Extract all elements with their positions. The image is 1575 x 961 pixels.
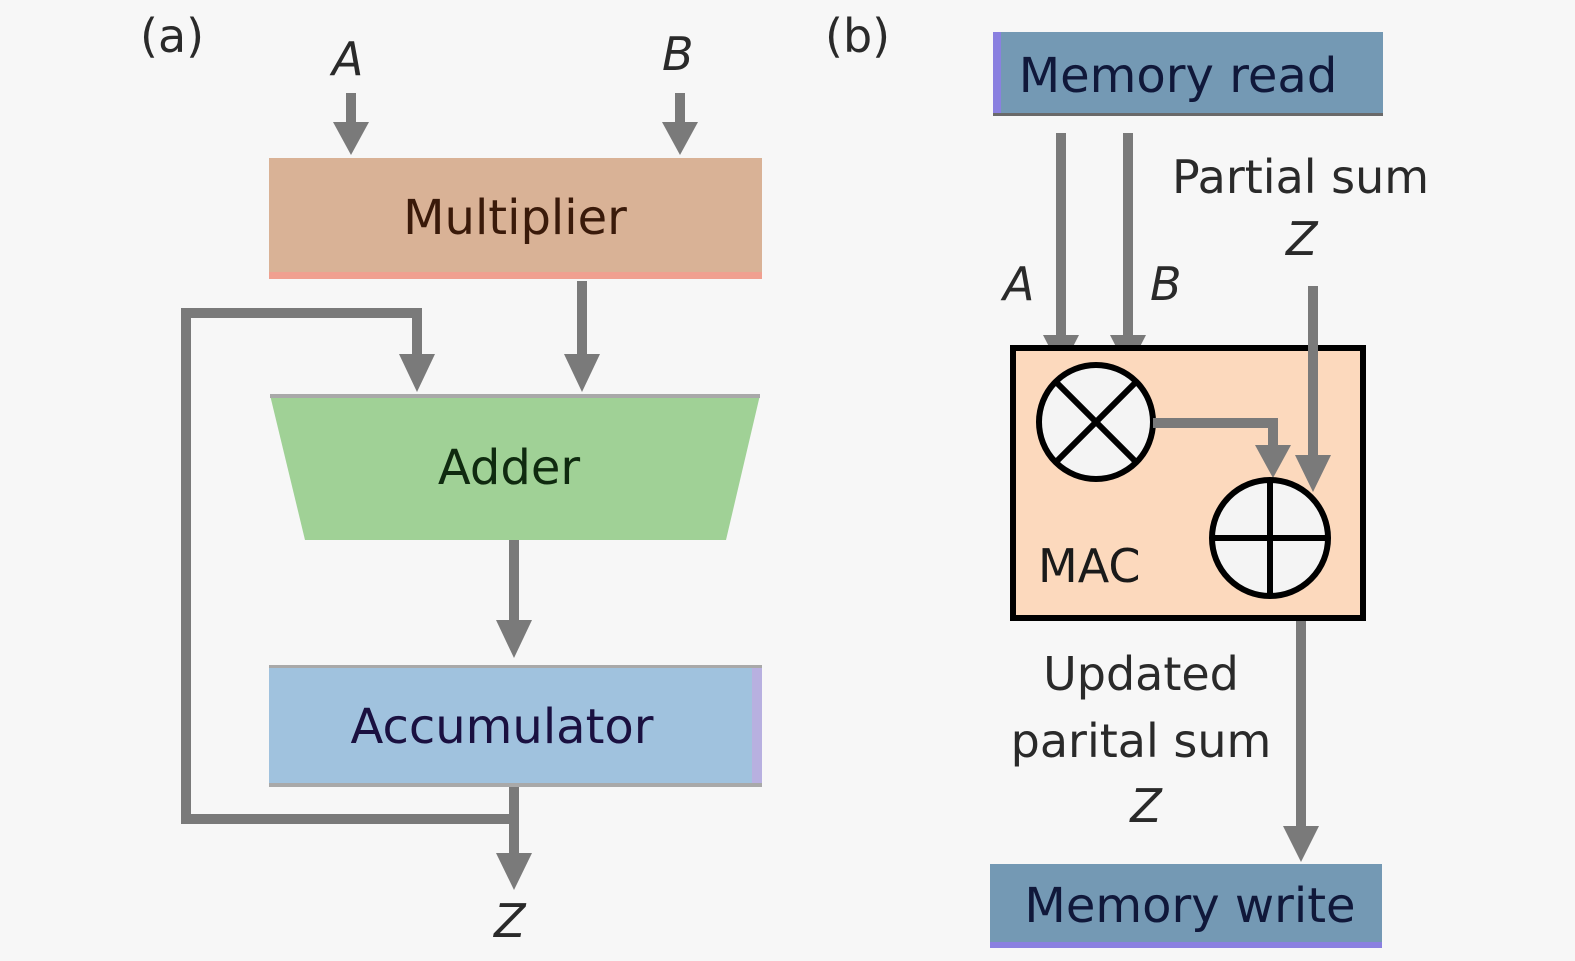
multiplier-label: Multiplier bbox=[403, 190, 627, 246]
partial-sum-arrow bbox=[1295, 286, 1331, 492]
adder-block: Adder bbox=[270, 394, 760, 540]
panel-b-label: (b) bbox=[825, 9, 890, 63]
mac-input-b-arrow bbox=[1110, 133, 1146, 370]
multiplier-to-adder-arrow bbox=[564, 281, 600, 392]
mac-input-b-label: B bbox=[1150, 257, 1182, 311]
mac-input-a-arrow bbox=[1043, 133, 1079, 370]
input-a-arrow bbox=[333, 93, 369, 155]
input-b-arrow bbox=[662, 93, 698, 155]
input-b-label: B bbox=[662, 27, 694, 81]
output-z-arrow bbox=[496, 787, 532, 890]
output-z-label: Z bbox=[492, 894, 527, 948]
memory-read-block: Memory read bbox=[993, 32, 1383, 116]
mac-output-arrow bbox=[1283, 621, 1319, 862]
updated-label-line2: parital sum bbox=[1011, 714, 1272, 768]
multiplier-block: Multiplier bbox=[269, 158, 762, 279]
updated-label-line1: Updated bbox=[1043, 647, 1239, 701]
updated-var: Z bbox=[1128, 779, 1163, 833]
accumulator-label: Accumulator bbox=[350, 699, 653, 755]
input-a-label: A bbox=[329, 32, 363, 86]
mac-label: MAC bbox=[1038, 539, 1140, 593]
multiply-to-add-arrow bbox=[1153, 418, 1291, 478]
partial-sum-var: Z bbox=[1284, 212, 1319, 266]
panel-a-label: (a) bbox=[140, 9, 204, 63]
memory-write-block: Memory write bbox=[990, 864, 1382, 948]
mac-input-a-label: A bbox=[1000, 257, 1034, 311]
memory-write-label: Memory write bbox=[1024, 878, 1355, 934]
adder-to-accumulator-arrow bbox=[496, 540, 532, 658]
adder-label: Adder bbox=[438, 440, 580, 496]
accumulator-block: Accumulator bbox=[269, 665, 762, 787]
add-operator-icon bbox=[1209, 477, 1331, 599]
multiply-operator-icon bbox=[1036, 362, 1156, 482]
partial-sum-label: Partial sum bbox=[1172, 150, 1429, 204]
feedback-loop-arrow bbox=[181, 308, 514, 824]
memory-read-label: Memory read bbox=[1019, 48, 1338, 104]
